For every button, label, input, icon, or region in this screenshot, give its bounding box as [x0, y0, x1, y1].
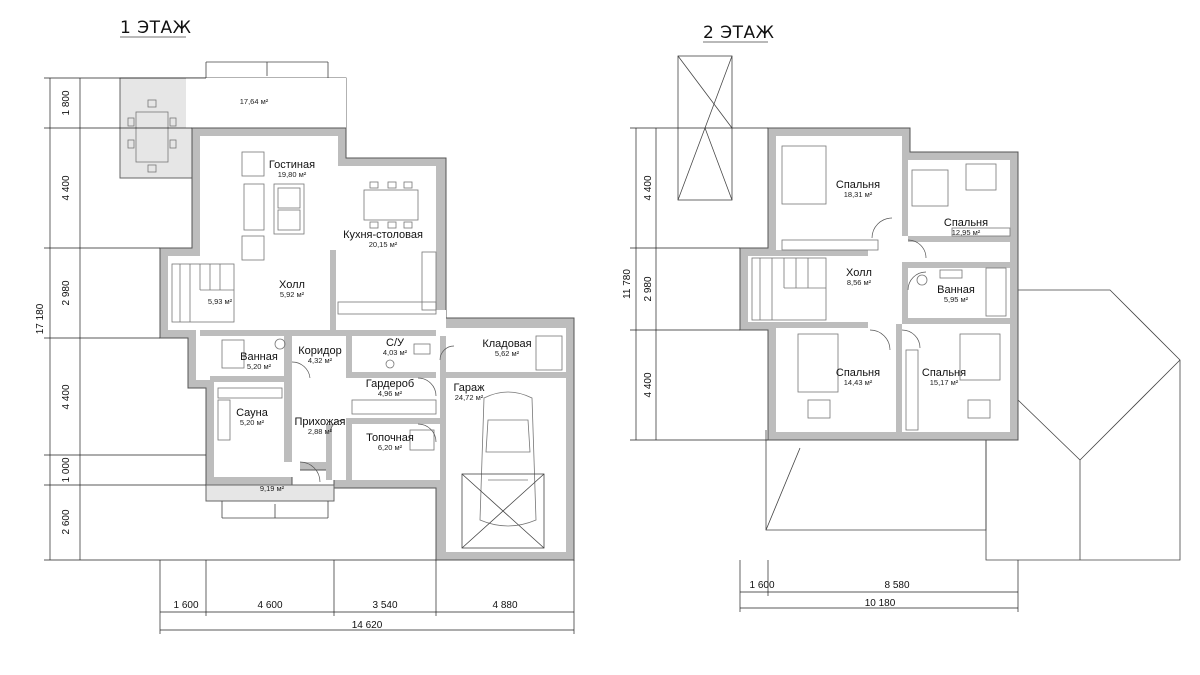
room-name: Холл [846, 267, 872, 279]
dim-label: 2 980 [61, 280, 72, 305]
room-name: Ванная [937, 284, 975, 296]
dim-total-label: 14 620 [352, 620, 383, 631]
room-name: Коридор [298, 345, 341, 357]
floor-2-title: 2 ЭТАЖ [703, 23, 774, 43]
room-name: Гардероб [366, 378, 414, 390]
room-area: 2,88 м² [308, 427, 333, 436]
room-name: Гараж [453, 382, 485, 394]
dim-label: 1 600 [749, 580, 774, 591]
room-area: 18,31 м² [844, 190, 873, 199]
floor-1-title: 1 ЭТАЖ [120, 18, 191, 38]
dim-total-label: 10 180 [865, 598, 896, 609]
dim-label: 1 600 [173, 600, 198, 611]
floor-1-doors [291, 345, 455, 483]
floor-1-room-labels: 17,64 м² Гостиная 19,80 м² Кухня-столова… [208, 97, 532, 493]
room-name: Спальня [836, 367, 880, 379]
room-name: Топочная [366, 432, 414, 444]
room-area: 15,17 м² [930, 378, 959, 387]
room-area: 19,80 м² [278, 170, 307, 179]
room-name: Спальня [944, 217, 988, 229]
room-area: 20,15 м² [369, 240, 398, 249]
room-area: 5,95 м² [944, 295, 969, 304]
room-area: 9,19 м² [260, 484, 285, 493]
floor-1-plan: 1 ЭТАЖ [35, 18, 575, 634]
floor-2-doors [869, 217, 927, 351]
dim-label: 1 000 [61, 457, 72, 482]
floor-2-plan: 2 ЭТАЖ [622, 23, 1181, 612]
dim-label: 4 880 [492, 600, 517, 611]
room-area: 4,32 м² [308, 356, 333, 365]
room-area: 24,72 м² [455, 393, 484, 402]
room-name: Кухня-столовая [343, 229, 423, 241]
room-area: 6,20 м² [378, 443, 403, 452]
dim-label: 2 980 [643, 276, 654, 301]
dim-label: 3 540 [372, 600, 397, 611]
floor-1-dimensions-horizontal: 1 600 4 600 3 540 4 880 14 620 [159, 560, 575, 634]
floor-2-room-labels: Спальня 18,31 м² Спальня 12,95 м² Холл 8… [836, 179, 988, 387]
room-area: 14,43 м² [844, 378, 873, 387]
room-area: 4,96 м² [378, 389, 403, 398]
entrance-porch [205, 484, 335, 519]
dim-total-label: 11 780 [622, 269, 633, 299]
room-area: 12,95 м² [952, 228, 981, 237]
dim-label: 4 400 [61, 175, 72, 200]
floor-2-furniture [751, 145, 1011, 431]
floor-2-walls [739, 127, 1019, 441]
room-area: 5,20 м² [240, 418, 265, 427]
floor-1-dimensions-vertical: 1 800 4 400 2 980 4 400 1 000 2 600 17 1… [35, 77, 436, 561]
room-name: Ванная [240, 351, 278, 363]
room-area: 8,56 м² [847, 278, 872, 287]
room-name: Спальня [922, 367, 966, 379]
room-name: Гостиная [269, 159, 315, 171]
dim-label: 4 600 [257, 600, 282, 611]
room-area: 5,93 м² [208, 297, 233, 306]
room-name: Кладовая [482, 338, 531, 350]
room-area: 17,64 м² [240, 97, 269, 106]
dim-label: 8 580 [884, 580, 909, 591]
room-area: 5,92 м² [280, 290, 305, 299]
room-area: 5,62 м² [495, 349, 520, 358]
room-name: Холл [279, 279, 305, 291]
room-name: Сауна [236, 407, 269, 419]
floor-2-dimensions-horizontal: 1 600 8 580 10 180 [739, 560, 1019, 612]
room-area: 4,03 м² [383, 348, 408, 357]
room-name: Спальня [836, 179, 880, 191]
dim-label: 4 400 [61, 384, 72, 409]
room-name: Прихожая [295, 416, 346, 428]
room-area: 5,20 м² [247, 362, 272, 371]
garage-car [479, 391, 537, 527]
dim-label: 1 800 [61, 90, 72, 115]
dim-label: 4 400 [643, 175, 654, 200]
dim-label: 2 600 [61, 509, 72, 534]
dim-label: 4 400 [643, 372, 654, 397]
floor-1-furniture [171, 151, 563, 549]
dim-total-label: 17 180 [35, 303, 46, 334]
room-name: С/У [386, 337, 405, 349]
floor-2-dimensions-vertical: 4 400 2 980 4 400 11 780 [622, 127, 768, 441]
